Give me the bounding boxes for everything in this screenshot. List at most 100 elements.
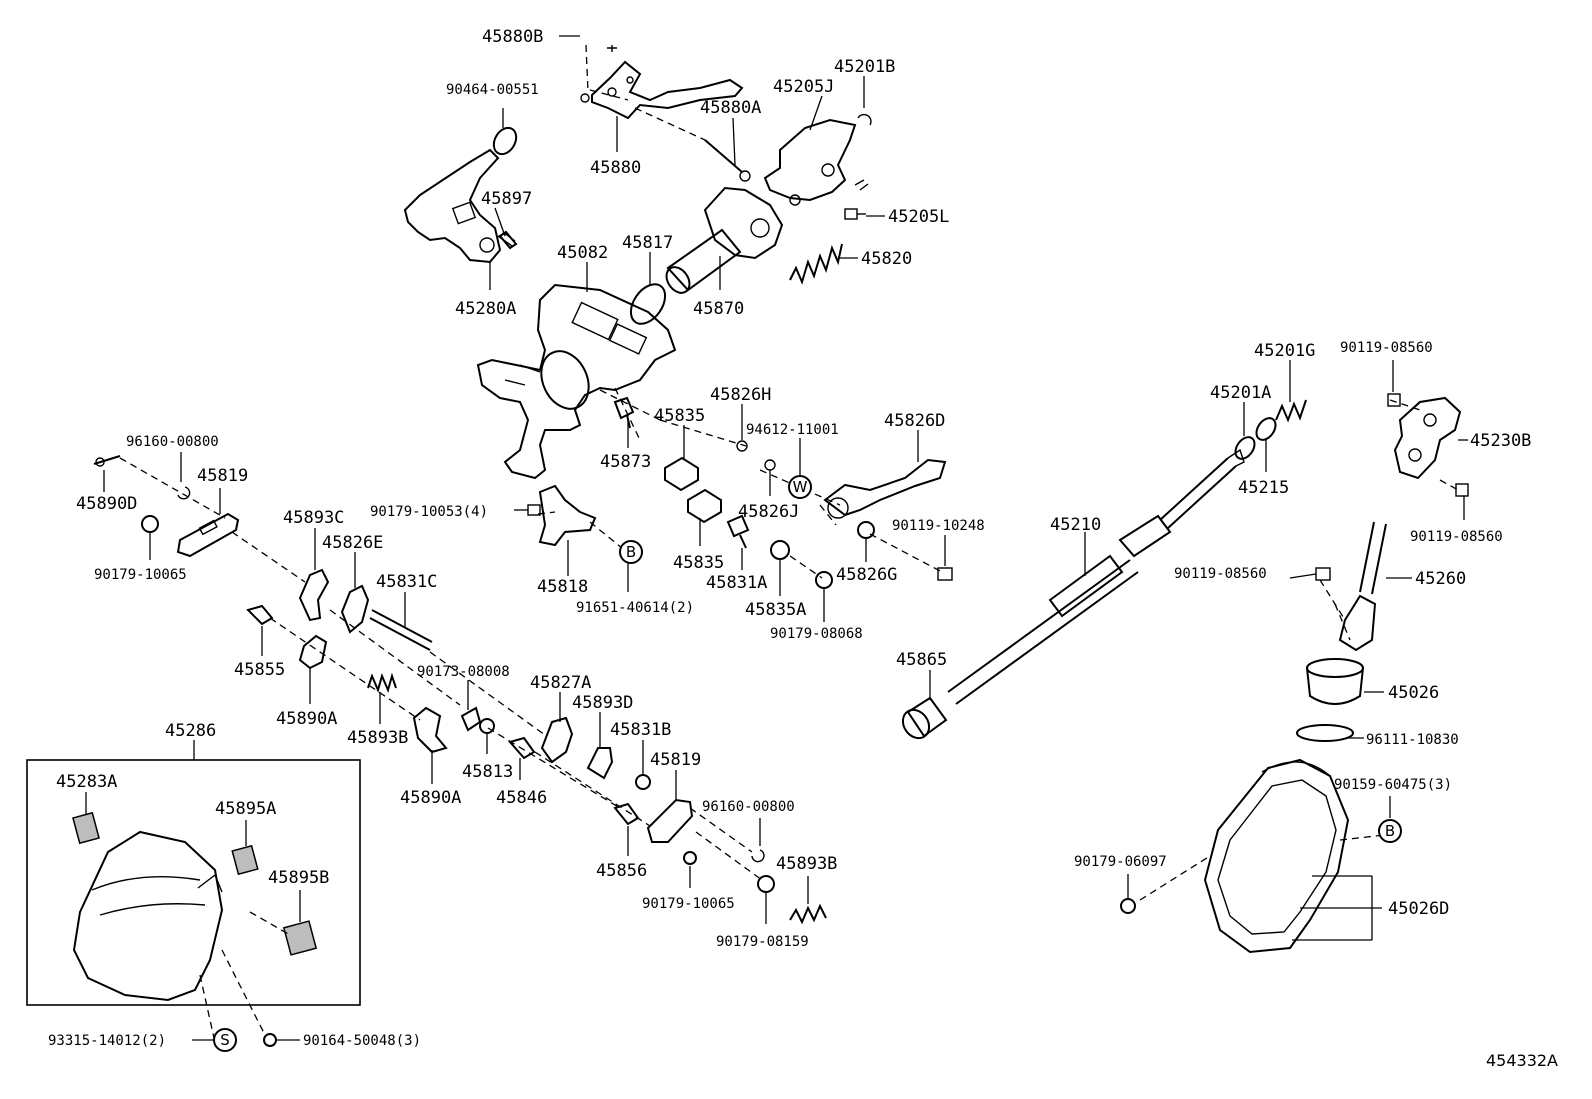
label-90179-08159: 90179-08159: [716, 934, 809, 950]
label-45890A-upper: 45890A: [276, 709, 337, 729]
part-45870-tube: [665, 186, 784, 294]
part-45082-column-bracket: [476, 283, 677, 480]
callout-b-right: B: [1378, 819, 1402, 843]
label-90173-08008: 90173-08008: [417, 664, 510, 680]
label-90119-10248: 90119-10248: [892, 518, 985, 534]
label-90179-10065-right: 90179-10065: [642, 896, 735, 912]
label-45819-left: 45819: [197, 466, 248, 486]
label-45893B-lower: 45893B: [776, 854, 837, 874]
part-45831A-bolt: [726, 514, 750, 549]
group-box-45286: [26, 759, 361, 1006]
label-45897: 45897: [481, 189, 532, 209]
label-45895B: 45895B: [268, 868, 329, 888]
label-45286: 45286: [165, 721, 216, 741]
part-45826D-lever: [823, 458, 947, 519]
label-45865: 45865: [896, 650, 947, 670]
part-96160-clip-b: [751, 849, 765, 863]
label-45826J: 45826J: [738, 502, 799, 522]
part-45820-spring: [789, 243, 843, 285]
part-90179-08068-nut: [815, 571, 833, 589]
label-45893C: 45893C: [283, 508, 344, 528]
label-96111-10830: 96111-10830: [1366, 732, 1459, 748]
part-45819-plate-a: [176, 512, 240, 558]
part-45835-blocks: [664, 456, 722, 524]
label-90119-08560-top: 90119-08560: [1340, 340, 1433, 356]
label-45880: 45880: [590, 158, 641, 178]
label-45818: 45818: [537, 577, 588, 597]
part-45831C-shaft: [369, 609, 433, 651]
label-90179-10053: 90179-10053(4): [370, 504, 488, 520]
label-45826E: 45826E: [322, 533, 383, 553]
part-45826G-washer: [857, 521, 875, 539]
label-45819-right: 45819: [650, 750, 701, 770]
label-45230B: 45230B: [1470, 431, 1531, 451]
label-45856: 45856: [596, 861, 647, 881]
label-91651-40614: 91651-40614(2): [576, 600, 694, 616]
label-45215: 45215: [1238, 478, 1289, 498]
label-93315-14012: 93315-14012(2): [48, 1033, 166, 1049]
label-45873: 45873: [600, 452, 651, 472]
label-45210: 45210: [1050, 515, 1101, 535]
part-45890D-bolt: [93, 455, 121, 467]
label-45026D: 45026D: [1388, 899, 1449, 919]
part-45205J-bracket: [763, 113, 872, 206]
part-45897-pin: [498, 230, 518, 250]
callout-b-left: B: [619, 540, 643, 564]
part-45818-bracket: [538, 484, 597, 547]
part-45890A-lever-b: [412, 706, 448, 754]
part-45865-bushing: [901, 696, 948, 740]
label-45260: 45260: [1415, 569, 1466, 589]
label-45082: 45082: [557, 243, 608, 263]
diagram-id: 454332A: [1486, 1051, 1558, 1070]
part-45230B-joint: [1387, 393, 1469, 497]
label-45201G: 45201G: [1254, 341, 1315, 361]
label-45026: 45026: [1388, 683, 1439, 703]
part-45835A-washer: [770, 540, 790, 560]
label-90119-08560-mid: 90119-08560: [1410, 529, 1503, 545]
part-45215-ring: [1255, 417, 1277, 441]
svg-text:W: W: [793, 478, 808, 496]
label-45895A: 45895A: [215, 799, 276, 819]
part-45026-cover: [1306, 658, 1364, 705]
part-45895B-pad: [282, 920, 318, 956]
part-45026D-boot: [1203, 758, 1350, 954]
part-90464-clip: [492, 126, 518, 156]
label-90179-10065-left: 90179-10065: [94, 567, 187, 583]
part-45893C-clip: [298, 568, 330, 622]
part-45855-bolt: [246, 604, 274, 626]
part-45286-column-cover: [72, 830, 224, 1002]
label-45893B-upper: 45893B: [347, 728, 408, 748]
part-45283A-pad: [72, 811, 100, 845]
label-45855: 45855: [234, 660, 285, 680]
part-90119-10248-bolt: [937, 567, 953, 581]
label-45831C: 45831C: [376, 572, 437, 592]
label-45826H: 45826H: [710, 385, 771, 405]
label-90464-00551: 90464-00551: [446, 82, 539, 98]
part-96111-clamp: [1296, 724, 1354, 742]
part-45846-bolt: [508, 736, 536, 760]
label-45205J: 45205J: [773, 77, 834, 97]
label-45826G: 45826G: [836, 565, 897, 585]
label-45283A: 45283A: [56, 772, 117, 792]
label-94612-11001: 94612-11001: [746, 422, 839, 438]
label-45846: 45846: [496, 788, 547, 808]
label-96160-00800-left: 96160-00800: [126, 434, 219, 450]
part-45813-bushing: [479, 718, 495, 734]
label-90164-50048: 90164-50048(3): [303, 1033, 421, 1049]
part-45893B-spring-b: [789, 903, 827, 925]
label-45201A: 45201A: [1210, 383, 1271, 403]
parts-artwork: [72, 45, 1469, 1047]
label-45893D: 45893D: [572, 693, 633, 713]
label-45835-top: 45835: [654, 406, 705, 426]
label-45813: 45813: [462, 762, 513, 782]
part-45831B-washer: [635, 774, 651, 790]
svg-text:B: B: [626, 543, 636, 561]
part-45880-lever: [580, 45, 744, 120]
label-45280A: 45280A: [455, 299, 516, 319]
part-45260-intermediate-shaft: [1315, 521, 1387, 652]
leader-lines: [85, 35, 1468, 1041]
label-90159-60475: 90159-60475(3): [1334, 777, 1452, 793]
part-90164-50048-screw: [263, 1033, 277, 1047]
part-45893D-clip: [586, 747, 614, 780]
